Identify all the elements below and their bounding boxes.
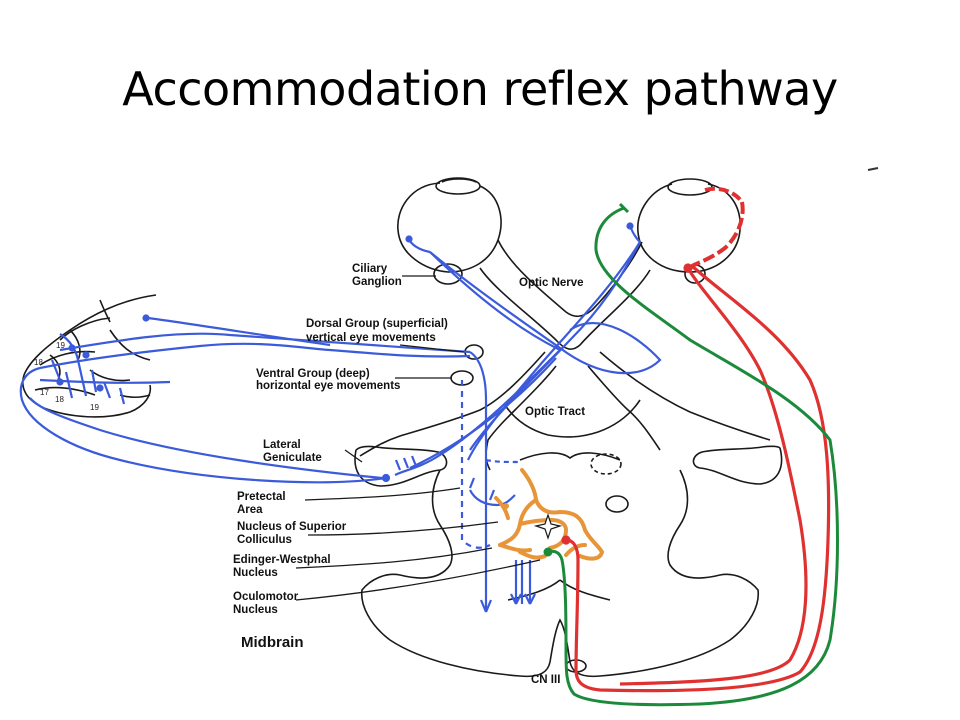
- brain-outline: [22, 177, 783, 678]
- label-dorsal-2: vertical eye movements: [306, 332, 436, 344]
- area-18-top: 18: [34, 358, 43, 367]
- label-ventral-1: Ventral Group (deep): [256, 368, 370, 380]
- label-pretectal-2: Area: [237, 504, 263, 516]
- label-oculomotor-1: Oculomotor: [233, 591, 299, 603]
- label-ew-1: Edinger-Westphal: [233, 554, 331, 566]
- pretectal-circuit: [494, 468, 605, 561]
- label-cn3: CN III: [531, 674, 560, 686]
- left-lateral-geniculate: [354, 445, 448, 487]
- right-cornea: [667, 178, 713, 196]
- label-pretectal-1: Pretectal: [237, 491, 286, 503]
- label-optic-nerve: Optic Nerve: [519, 277, 584, 289]
- stray-mark: [867, 167, 879, 171]
- ciliary-ganglion-circle: [433, 263, 463, 285]
- label-ciliary-1: Ciliary: [352, 263, 388, 275]
- label-oculomotor-2: Nucleus: [233, 604, 278, 616]
- right-eyeball: [637, 183, 741, 273]
- label-superior-1: Nucleus of Superior: [237, 521, 347, 533]
- area-18-bottom: 18: [55, 395, 64, 404]
- label-superior-2: Colliculus: [237, 534, 292, 546]
- slide-title: Accommodation reflex pathway: [122, 62, 838, 116]
- visual-pathway: [19, 222, 662, 613]
- label-midbrain: Midbrain: [241, 634, 304, 651]
- left-eyeball: [397, 182, 502, 273]
- right-pretectal-circle: [605, 495, 629, 513]
- label-dorsal-1: Dorsal Group (superficial): [306, 318, 448, 330]
- leader-lines: [295, 275, 541, 601]
- label-ciliary-2: Ganglion: [352, 276, 402, 288]
- red-efferent-pathway: [561, 186, 831, 693]
- label-ew-2: Nucleus: [233, 567, 278, 579]
- label-lgn-2: Geniculate: [263, 452, 322, 464]
- left-cornea: [435, 177, 481, 195]
- area-19-bottom: 19: [90, 403, 99, 412]
- star-icon: [533, 513, 563, 540]
- right-lateral-geniculate: [692, 445, 783, 485]
- green-efferent-pathway: [543, 202, 839, 707]
- midbrain-outline: [361, 469, 759, 678]
- area-17: 17: [40, 388, 49, 397]
- label-optic-tract: Optic Tract: [525, 406, 585, 418]
- right-superior-colliculus: [590, 453, 622, 475]
- diagram-labels: Ciliary Ganglion Optic Nerve Dorsal Grou…: [34, 263, 585, 686]
- area-19-top: 19: [56, 341, 65, 350]
- label-ventral-2: horizontal eye movements: [256, 380, 400, 392]
- label-lgn-1: Lateral: [263, 439, 301, 451]
